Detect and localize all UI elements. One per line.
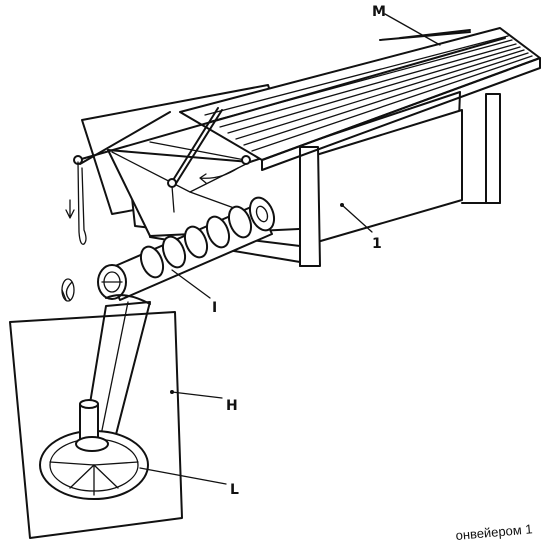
spreader-disc [39,399,149,500]
screw-conveyor [61,196,276,302]
label-l: L [230,482,239,498]
label-1: 1 [372,236,382,252]
label-i: I [212,300,217,316]
spreader-shaft [79,403,99,441]
top-rod [77,37,506,161]
label-h: H [226,398,238,414]
leader-lines [139,13,441,485]
left-lever [79,111,171,165]
direction-arrow-icon [65,199,75,219]
direction-arrow-icon [199,167,239,184]
caption-fragment: онвейером 1 [455,521,533,543]
grate-edge [261,57,541,171]
base-panel [9,311,183,539]
right-support-back [485,93,501,204]
trough-body [81,84,501,267]
rake-levers [65,37,506,245]
rake-handle-icon [77,161,87,245]
right-support-front [299,146,321,267]
frame-h [9,311,183,539]
middle-lever [169,107,219,186]
label-m: M [372,4,386,20]
